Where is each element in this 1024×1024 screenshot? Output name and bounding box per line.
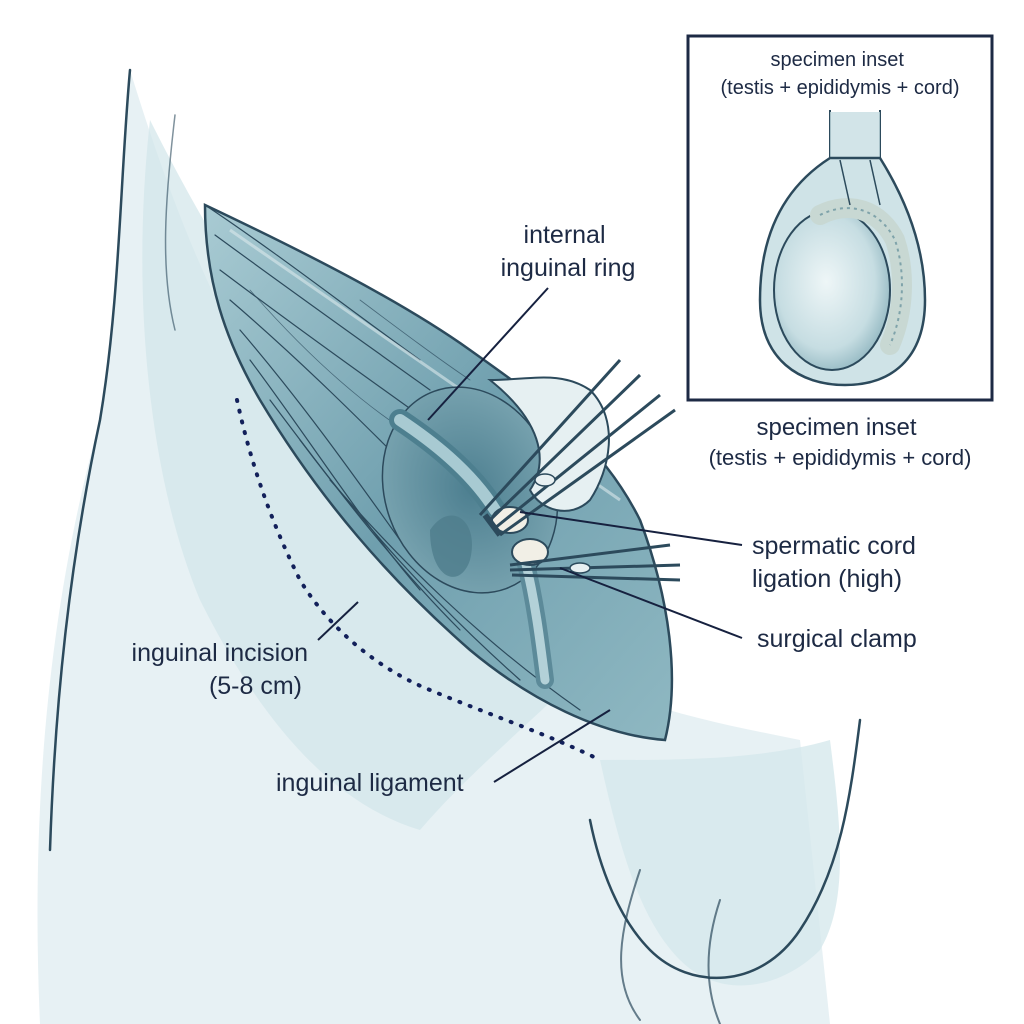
- inset-caption: specimen inset (testis + epididymis + co…: [709, 413, 972, 470]
- svg-text:inguinal incision (5-8 c: inguinal incision (5-8 cm): [132, 639, 315, 700]
- label-inguinal-ligament: inguinal ligament: [276, 709, 611, 797]
- inset-title: specimen inset (testis + epididymis + co…: [721, 49, 960, 99]
- label-surgical-clamp: surgical clamp: [559, 567, 917, 653]
- svg-text:spermatic cord ligation: spermatic cord ligation (high): [752, 532, 923, 593]
- svg-text:internal inguinal ring: internal inguinal ring: [501, 221, 636, 282]
- opened-inguinal-canal: [203, 203, 674, 742]
- svg-text:inguinal ligament: inguinal ligament: [276, 769, 464, 797]
- specimen-inset-box: specimen inset (testis + epididymis + co…: [686, 34, 994, 402]
- specimen-drawing: [758, 110, 927, 387]
- svg-text:surgical clamp: surgical clamp: [757, 625, 917, 653]
- label-inguinal-incision: inguinal incision (5-8 cm): [132, 601, 359, 700]
- label-internal-inguinal-ring: internal inguinal ring: [427, 221, 636, 421]
- surgical-clamp-lower: [509, 543, 681, 582]
- label-spermatic-cord-ligation: spermatic cord ligation (high): [519, 511, 923, 593]
